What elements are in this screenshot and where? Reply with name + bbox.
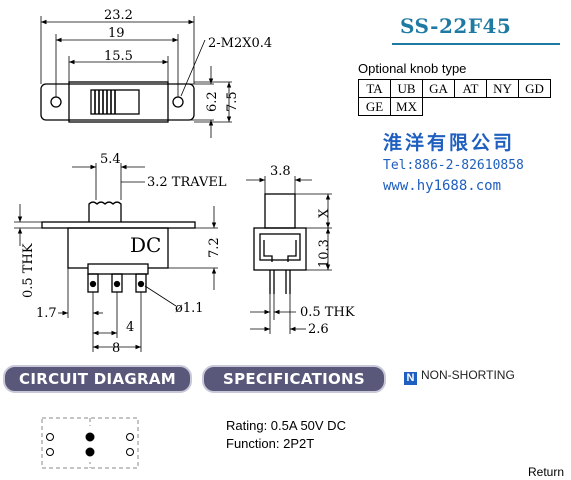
pin-base — [87, 263, 149, 275]
specifications-heading: SPECIFICATIONS — [202, 365, 386, 393]
non-shorting-icon: N — [404, 372, 417, 385]
knob-cell: GE — [358, 97, 391, 116]
mounting-plate — [40, 83, 195, 121]
dim-side-knob: 3.8 — [270, 164, 291, 179]
dim-side-width: 2.6 — [308, 322, 329, 337]
return-link[interactable]: Return — [528, 465, 565, 479]
dim-screw: 2-M2X0.4 — [208, 36, 272, 51]
dim-thk-left: 0.5 THK — [21, 243, 36, 298]
knob-cell: GA — [422, 79, 455, 98]
side-bracket — [263, 240, 297, 262]
company-tel: Tel:886-2-82610858 — [383, 158, 524, 173]
knob-cell: AT — [454, 79, 487, 98]
title-underline — [392, 43, 560, 45]
dim-side-x: X — [317, 208, 332, 218]
knob-cell: TA — [358, 79, 391, 98]
dim-pin-span: 8 — [112, 341, 120, 356]
circuit-diagram-heading: CIRCUIT DIAGRAM — [3, 365, 192, 393]
non-shorting-text: NON-SHORTING — [421, 368, 515, 382]
dim-side-height: 10.3 — [317, 239, 332, 268]
dim-thk-right: 0.5 THK — [300, 305, 355, 320]
side-knob — [264, 193, 296, 229]
knob-row-1: TA UB GA AT NY GD — [358, 79, 551, 98]
side-inner — [259, 233, 301, 261]
knob-type-label: Optional knob type — [358, 61, 467, 76]
knob-cell: UB — [390, 79, 423, 98]
top-view — [40, 16, 232, 138]
knob-type-table: TA UB GA AT NY GD GE MX — [358, 79, 551, 116]
mount-hole-left — [50, 96, 62, 108]
dim-pin-pitch: 4 — [126, 320, 134, 335]
dim-width-outer: 7.5 — [225, 91, 240, 112]
model-title: SS-22F45 — [400, 14, 512, 38]
mount-hole-right — [172, 96, 184, 108]
circuit-contacts — [46, 432, 134, 457]
body-label: DC — [130, 233, 161, 257]
front-view — [14, 163, 218, 352]
dim-pin-dia: ø1.1 — [175, 301, 204, 316]
dim-travel: 3.2 TRAVEL — [147, 175, 227, 190]
side-view — [246, 176, 332, 334]
spec-function: Function: 2P2T — [226, 436, 315, 451]
dim-hole-spacing: 19 — [108, 26, 125, 41]
dim-slot-length: 15.5 — [104, 49, 133, 64]
knob-cell: NY — [486, 79, 519, 98]
dim-pin-offset: 1.7 — [36, 306, 57, 321]
dim-overall-length: 23.2 — [104, 8, 133, 23]
non-shorting-label: N NON-SHORTING — [404, 368, 515, 385]
switch-body-top — [68, 81, 169, 123]
front-plate — [41, 221, 196, 229]
knob-row-2: GE MX — [358, 97, 551, 116]
side-body — [253, 227, 307, 271]
knob-cell: GD — [518, 79, 551, 98]
company-name: 淮洋有限公司 — [383, 132, 516, 154]
dim-width-inner: 6.2 — [205, 91, 220, 112]
company-website-link[interactable]: www.hy1688.com — [383, 178, 502, 194]
dim-knob-width: 5.4 — [100, 152, 121, 167]
knob-cell: MX — [390, 97, 423, 116]
knob-ridges — [94, 90, 116, 114]
spec-rating: Rating: 0.5A 50V DC — [226, 418, 346, 433]
front-knob — [88, 201, 122, 222]
circuit-diagram — [41, 417, 142, 469]
dim-body-height: 7.2 — [207, 237, 222, 258]
